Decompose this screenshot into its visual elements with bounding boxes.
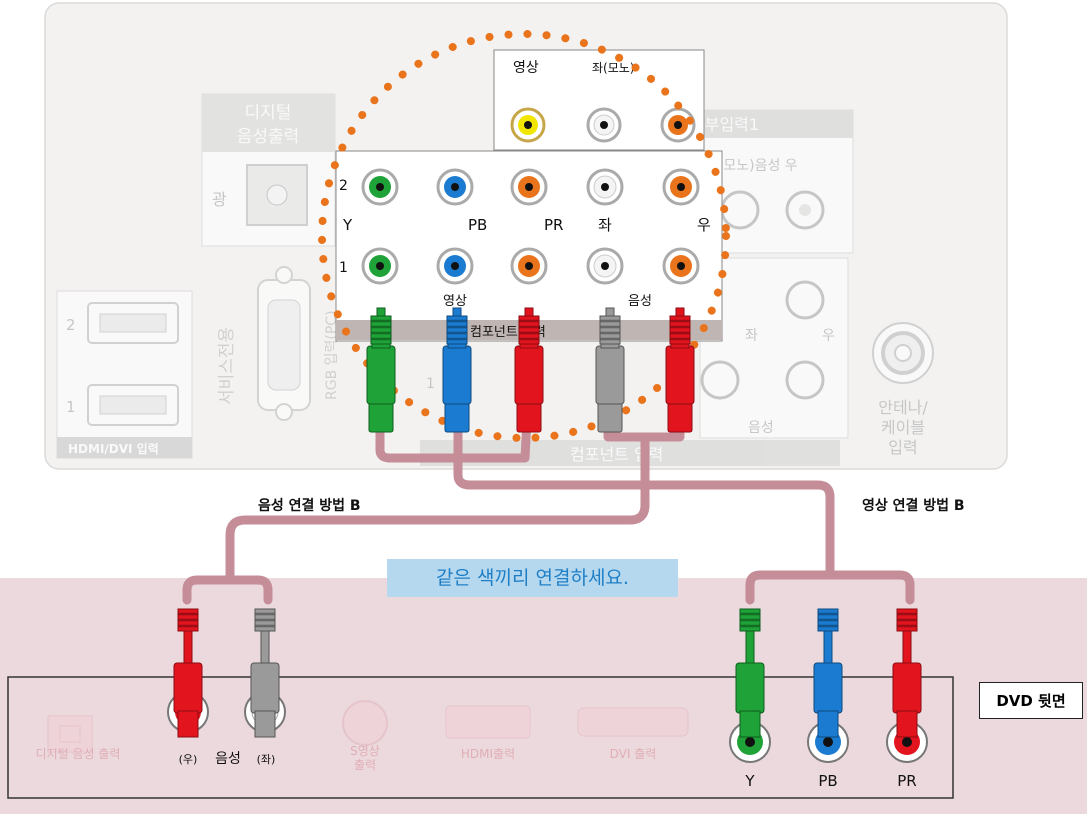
zoom-label-pr: PR (544, 216, 563, 234)
dvd-s-video-2: 출력 (354, 758, 376, 772)
jack-row-1 (361, 247, 700, 285)
dvd-plug-y (735, 608, 765, 738)
video-connection-method-label: 영상 연결 방법 B (862, 498, 965, 514)
dvd-audio-right-label: (우) (179, 753, 198, 766)
cable-video-y (375, 415, 532, 463)
same-color-hint: 같은 색끼리 연결하세요. (387, 559, 678, 597)
zoom-row-2: 2 (339, 178, 348, 194)
dvd-back-panel (7, 676, 954, 799)
component-port-1-label: 1 (426, 376, 435, 392)
tv-plug-audio-right (665, 307, 695, 433)
dvd-y-label: Y (744, 772, 755, 790)
component-input-bar-label: 컴포넌트 입력 (570, 445, 663, 464)
cable-video (453, 415, 835, 580)
zoom-video-label: 영상 (513, 60, 539, 76)
antenna-label-2: 케이블 (881, 418, 925, 437)
dvd-plug-audio-right (173, 608, 203, 738)
dvd-audio-left-label: (좌) (257, 753, 276, 766)
digital-audio-out-line2: 음성출력 (237, 127, 300, 147)
left-mono-audio-right-label: 좌(모노)음성 우 (705, 158, 798, 174)
zoom-bar-audio: 음성 (628, 294, 652, 309)
zoom-label-right: 우 (697, 216, 711, 234)
digital-audio-out-area: 디지털 음성출력 광 (201, 93, 336, 247)
component-side-area: 좌 우 음성 (699, 257, 849, 439)
tv-plug-audio-left (595, 307, 625, 433)
hdmi-dvi-input-label: HDMI/DVI 입력 (68, 442, 159, 456)
dvd-plug-audio-left (250, 608, 280, 738)
side-right-label: 우 (822, 328, 835, 344)
tv-plug-pb (442, 307, 472, 433)
zoom-label-left: 좌 (598, 216, 612, 234)
tv-plug-pr (514, 307, 544, 433)
dvd-pr-label: PR (897, 772, 916, 790)
zoom-top-block: 영상 좌(모노) (493, 49, 705, 151)
cable-audio-split (182, 575, 273, 605)
jack-row-2 (361, 168, 700, 206)
antenna-label-3: 입력 (888, 438, 917, 457)
antenna-input: 안테나/ 케이블 입력 (872, 322, 934, 457)
audio-connection-method-label: 음성 연결 방법 B (258, 498, 361, 514)
dvd-plug-pb (813, 608, 843, 738)
cable-video-split (745, 570, 915, 605)
zoom-left-mono-label: 좌(모노) (592, 61, 634, 75)
optical-label: 광 (212, 190, 227, 209)
dvd-hdmi-out: HDMI출력 (461, 747, 515, 761)
dvd-digital-audio-out: 디지털 음성 출력 (36, 747, 121, 761)
zoom-label-pb: PB (468, 216, 487, 234)
tv-plug-y (366, 307, 396, 433)
external-input-label: 외부입력1 (690, 115, 759, 134)
side-left-label: 좌 (745, 328, 758, 344)
side-audio-label: 음성 (748, 420, 774, 436)
dvd-unused-ports: 디지털 음성 출력 S영상 출력 HDMI출력 DVI 출력 (36, 700, 689, 772)
hdmi-input-area: 2 1 HDMI/DVI 입력 (56, 290, 193, 459)
hdmi-port-1-label: 1 (66, 398, 76, 416)
digital-audio-out-line1: 디지털 (245, 103, 292, 123)
service-only-label: 서비스전용 (217, 327, 237, 405)
dvd-back-label: DVD 뒷면 (979, 682, 1083, 719)
dvd-dvi-out: DVI 출력 (610, 747, 657, 761)
zoom-bar-video: 영상 (443, 294, 467, 309)
dvd-audio-label: 음성 (215, 751, 241, 767)
zoom-label-y: Y (342, 216, 353, 234)
zoom-dotted-circle (318, 30, 730, 442)
dvd-s-video-1: S영상 (350, 744, 380, 758)
cable-audio (225, 432, 650, 585)
dvd-pb-label: PB (818, 772, 837, 790)
dvd-background (0, 578, 1087, 814)
zoom-row-1: 1 (339, 260, 348, 276)
antenna-label-1: 안테나/ (878, 398, 928, 417)
dvd-plug-pr (892, 608, 922, 738)
hdmi-port-2-label: 2 (66, 316, 76, 334)
